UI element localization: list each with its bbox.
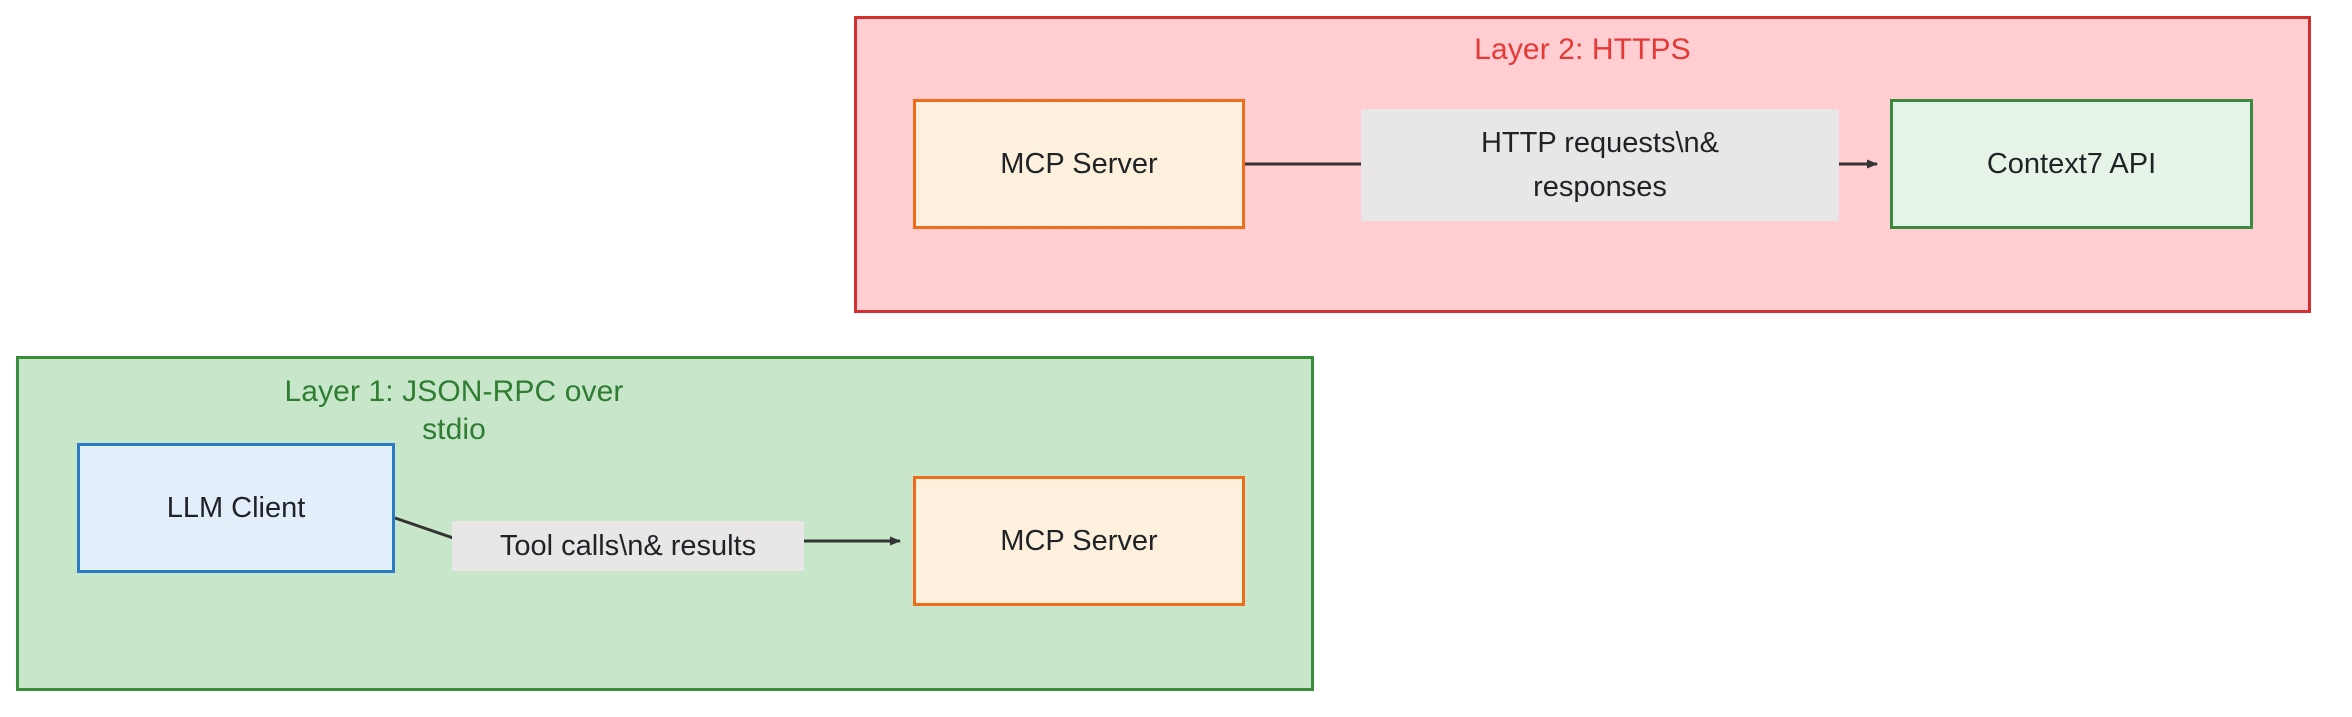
node-context7-api[interactable]: Context7 API [1890, 99, 2253, 229]
node-llm-client[interactable]: LLM Client [77, 443, 395, 573]
edge-label-tool-calls-results: Tool calls\n& results [452, 521, 804, 571]
node-mcp-server-bottom-label: MCP Server [1000, 524, 1158, 557]
node-llm-client-label: LLM Client [166, 491, 306, 524]
node-mcp-server-top[interactable]: MCP Server [913, 99, 1245, 229]
node-context7-api-label: Context7 API [1986, 147, 2157, 180]
subgraph-layer-2-title: Layer 2: HTTPS [1474, 33, 1691, 66]
node-mcp-server-top-label: MCP Server [1000, 147, 1158, 180]
edge-label-http-requests-responses: HTTP requests\n& responses [1361, 109, 1839, 221]
subgraph-layer-1-title: Layer 1: JSON-RPC over stdio [284, 375, 624, 446]
node-mcp-server-bottom[interactable]: MCP Server [913, 476, 1245, 606]
